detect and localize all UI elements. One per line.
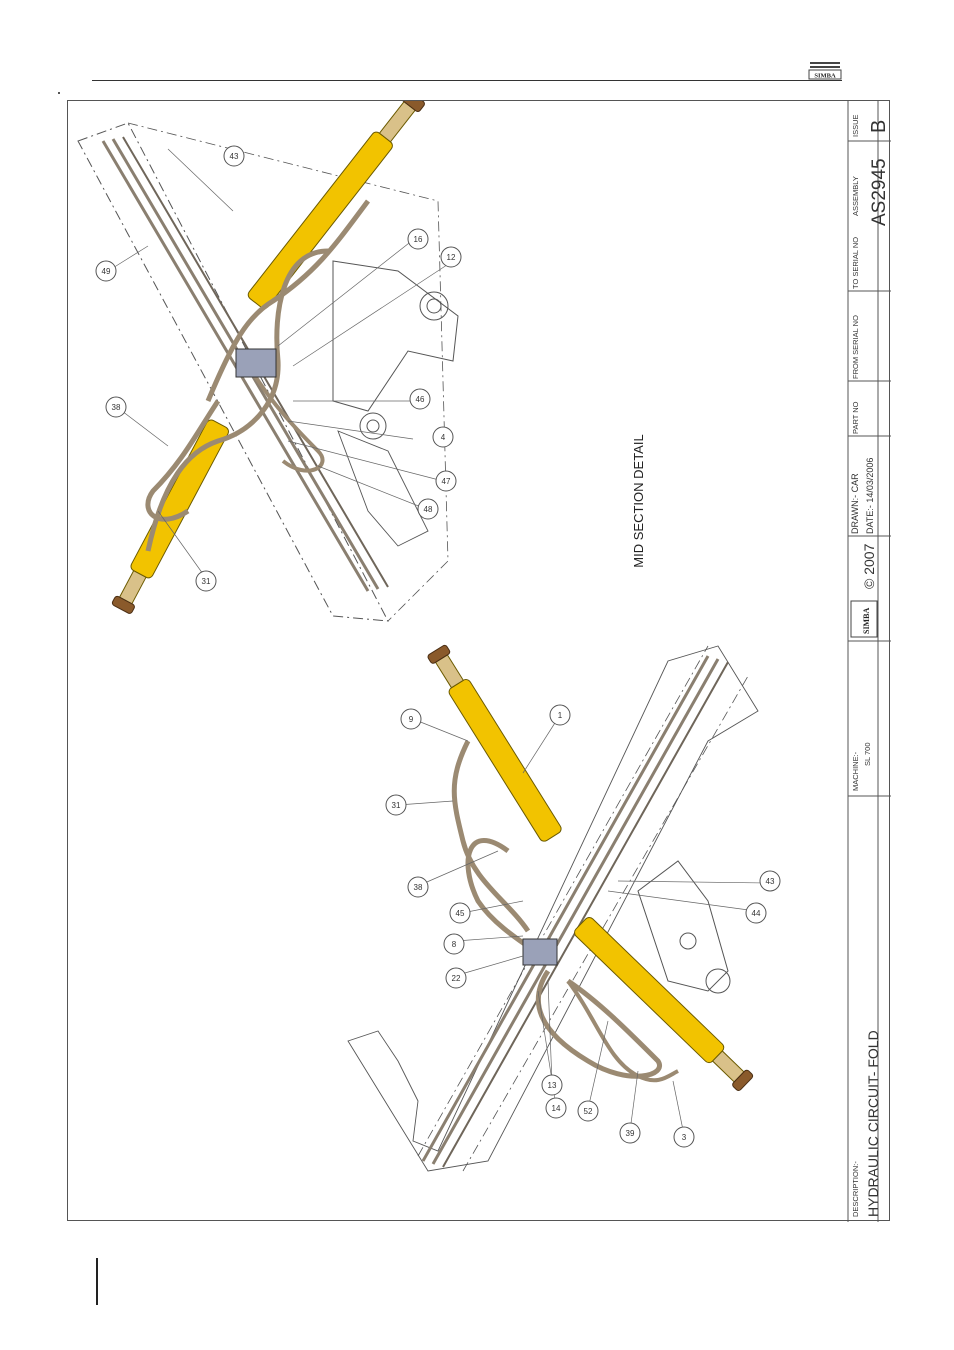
machine-label: MACHINE:- xyxy=(851,751,860,791)
callout-number: 31 xyxy=(392,801,401,810)
callout-number: 43 xyxy=(766,877,775,886)
issue-value: B xyxy=(868,120,890,133)
top-section-view: 43 49 16 12 38 46 4 47 48 31 xyxy=(78,101,461,621)
to-serial-label: TO SERIAL NO xyxy=(851,237,860,289)
page-margin-bar xyxy=(96,1258,98,1305)
callout-number: 1 xyxy=(558,711,563,720)
callout-number: SIMBA xyxy=(862,608,871,634)
from-serial-label: FROM SERIAL NO xyxy=(851,315,860,379)
callout-number: 4 xyxy=(441,433,446,442)
part-no-label: PART NO xyxy=(851,401,860,434)
hydraulic-drawing: 43 49 16 12 38 46 4 47 48 31 MID SECTION… xyxy=(68,101,891,1222)
callout-number: 14 xyxy=(552,1104,561,1113)
bottom-assembly-view: 9 1 31 38 45 8 22 43 44 13 14 52 39 3 xyxy=(348,644,780,1171)
callout-number: 16 xyxy=(414,235,423,244)
drawing-sheet: 43 49 16 12 38 46 4 47 48 31 MID SECTION… xyxy=(67,100,890,1221)
callout-number: 38 xyxy=(414,883,423,892)
callout-number: 47 xyxy=(442,477,451,486)
margin-mark xyxy=(58,92,60,94)
drawing-date: DATE:- 14/03/2006 xyxy=(865,458,875,534)
callout-number: 31 xyxy=(202,577,211,586)
description-label: DESCRIPTION:- xyxy=(851,1161,860,1217)
callout-number: 38 xyxy=(112,403,121,412)
issue-label: ISSUE xyxy=(851,114,860,137)
callout-number: 3 xyxy=(682,1133,687,1142)
callout-number: 44 xyxy=(752,909,761,918)
callout-number: 8 xyxy=(452,940,457,949)
callout-number: 52 xyxy=(584,1107,593,1116)
machine-value: SL 700 xyxy=(863,743,872,767)
callout-number: 48 xyxy=(424,505,433,514)
description-value: HYDRAULIC CIRCUIT- FOLD xyxy=(865,1030,881,1217)
callout-number: 46 xyxy=(416,395,425,404)
callout-number: 22 xyxy=(452,974,461,983)
assembly-label: ASSEMBLY xyxy=(851,176,860,216)
callout-number: SIMBA xyxy=(814,73,836,80)
callout-number: 49 xyxy=(102,267,111,276)
simba-logo: SIMBA xyxy=(808,60,842,80)
drawn-by: DRAWN:- CAR xyxy=(850,473,860,534)
copyright: © 2007 xyxy=(861,543,877,589)
section-label: MID SECTION DETAIL xyxy=(631,434,646,567)
title-block-logo: SIMBA xyxy=(851,601,877,637)
header-rule xyxy=(92,80,842,81)
callout-number: 45 xyxy=(456,909,465,918)
callout-number: 39 xyxy=(626,1129,635,1138)
assembly-value: AS2945 xyxy=(869,158,890,226)
callout: 43 xyxy=(230,152,239,161)
callout-number: 9 xyxy=(409,715,414,724)
callout-number: 12 xyxy=(447,253,456,262)
callout-number: 13 xyxy=(548,1081,557,1090)
